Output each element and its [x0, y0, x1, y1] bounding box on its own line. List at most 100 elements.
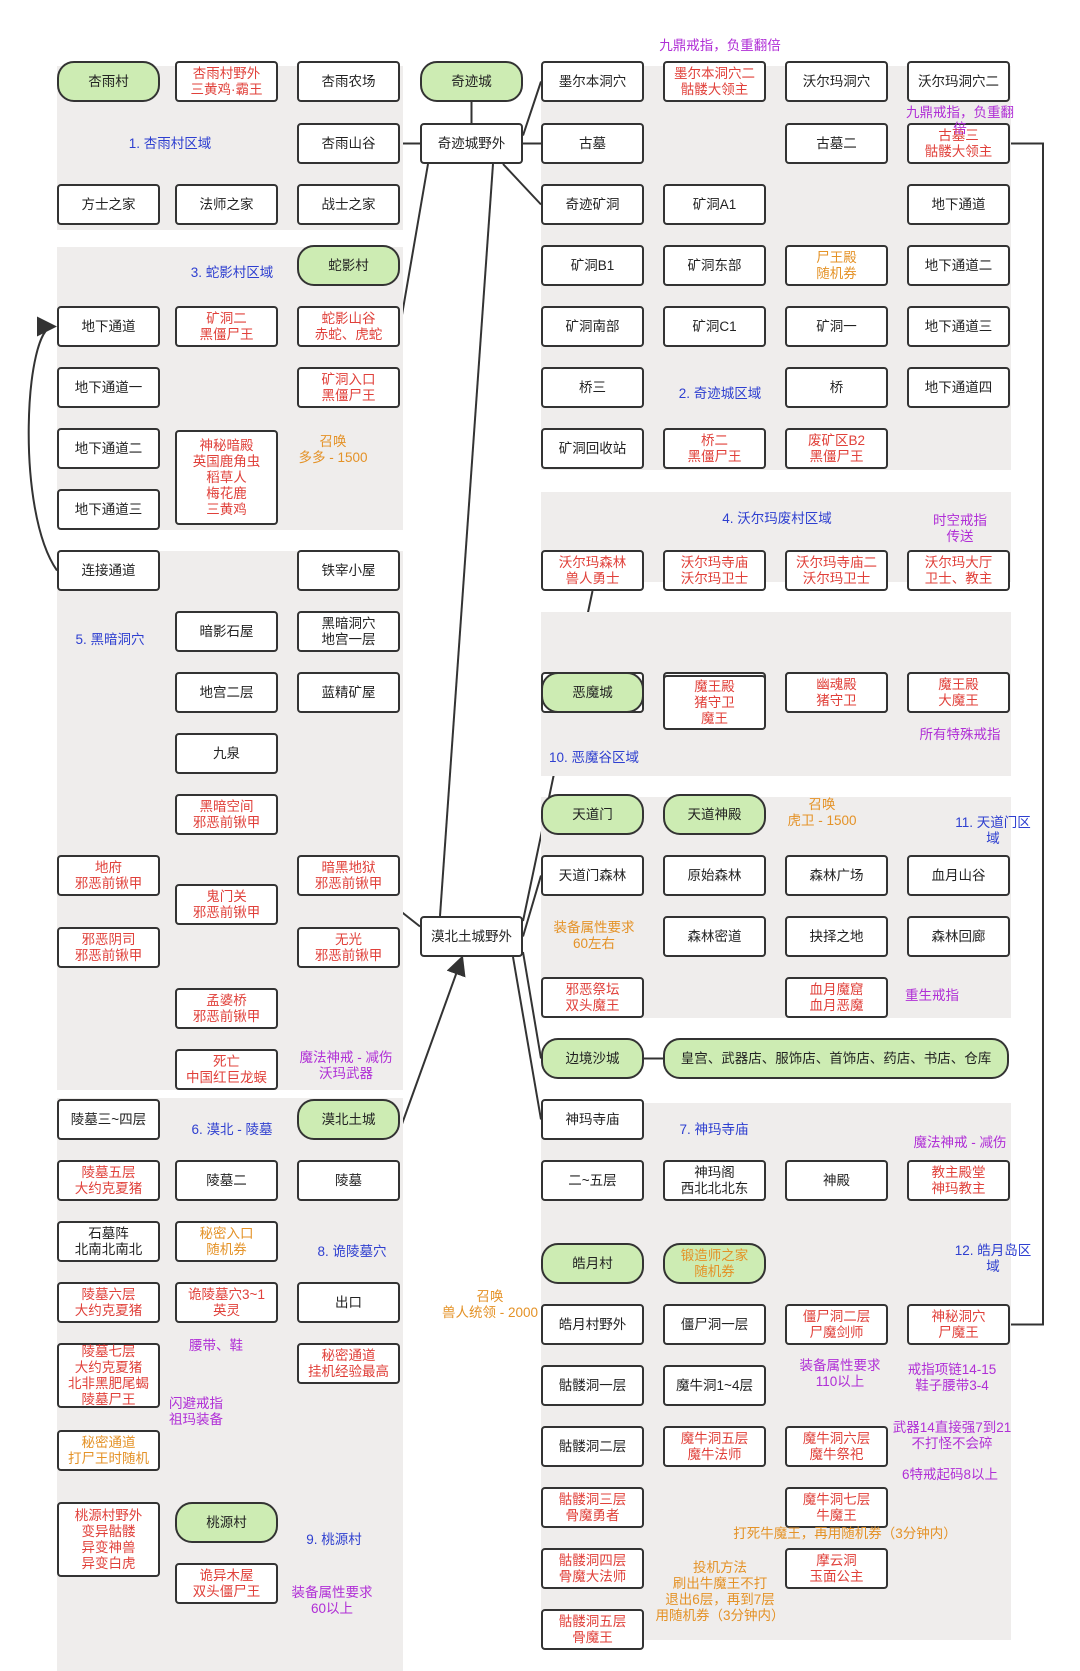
- annotation-n15: 戒指项链14-15 鞋子腰带3-4: [907, 1362, 997, 1393]
- node-kd-1: 矿洞一: [785, 306, 888, 347]
- node-kd-b1: 矿洞B1: [541, 245, 644, 286]
- node-qiao: 桥: [785, 367, 888, 408]
- node-senlin-gc: 森林广场: [785, 855, 888, 896]
- node-lanjing: 蓝精矿屋: [297, 672, 400, 713]
- region-label-r7: 7. 神玛寺庙: [679, 1122, 749, 1137]
- node-lm5: 陵墓五层 大约克夏猪: [57, 1160, 160, 1201]
- node-bianjing-shops: 皇宫、武器店、服饰店、首饰店、药店、书店、仓库: [663, 1038, 1009, 1079]
- node-woerma-dt: 沃尔玛大厅 卫士、教主: [907, 550, 1010, 591]
- region-label-r4: 4. 沃尔玛废村区域: [722, 511, 832, 526]
- node-jiangshi1: 僵尸洞一层: [663, 1304, 766, 1345]
- node-qijicheng: 奇迹城: [420, 61, 523, 102]
- node-qiji-yewai: 奇迹城野外: [420, 123, 523, 164]
- node-tiandao-sd: 天道神殿: [663, 794, 766, 835]
- node-gumu3: 古墓三 骷髅大领主: [907, 123, 1010, 164]
- node-guilm: 诡陵墓穴3~1 英灵: [175, 1282, 278, 1323]
- node-kd-a1: 矿洞A1: [663, 184, 766, 225]
- node-shenmi: 神秘暗殿 英国鹿角虫 稻草人 梅花鹿 三黄鸡: [175, 430, 278, 525]
- connector: [522, 951, 542, 1059]
- node-mobei: 漠北土城野外: [420, 916, 523, 957]
- node-xiee-jt: 邪恶祭坛 双头魔王: [541, 977, 644, 1018]
- node-haoyuecun: 皓月村: [541, 1243, 644, 1284]
- annotation-n9: 魔法神戒 - 减伤 沃玛武器: [299, 1050, 393, 1081]
- node-kd-c1: 矿洞C1: [663, 306, 766, 347]
- node-anying: 暗影石屋: [175, 611, 278, 652]
- connector: [27, 316, 58, 572]
- annotation-n17: 6特戒起码8以上: [901, 1467, 999, 1482]
- annotation-n10: 魔法神戒 - 减伤: [913, 1135, 1007, 1150]
- node-er-wu: 二~五层: [541, 1160, 644, 1201]
- node-xieeyin: 邪恶阴司 邪恶前锹甲: [57, 927, 160, 968]
- node-taoyuancun: 桃源村: [175, 1502, 278, 1543]
- node-qiji-kd: 奇迹矿洞: [541, 184, 644, 225]
- annotation-n3: 召唤 多多 - 1500: [298, 434, 368, 465]
- node-woerma-dx: 沃尔玛洞穴: [785, 61, 888, 102]
- node-kulou4: 骷髅洞四层 骨魔大法师: [541, 1548, 644, 1589]
- node-woerma-sl: 沃尔玛森林 兽人勇士: [541, 550, 644, 591]
- annotation-n18: 打死牛魔王，再用随机券（3分钟内）: [733, 1526, 957, 1541]
- node-bianjing: 边境沙城: [541, 1038, 644, 1079]
- node-haoyue-yw: 皓月村野外: [541, 1304, 644, 1345]
- node-moniu7: 魔牛洞七层 牛魔王: [785, 1487, 888, 1528]
- node-mimi-td2: 秘密通道 挂机经验最高: [297, 1343, 400, 1384]
- connector: [1010, 142, 1044, 1326]
- node-mowang-dm: 魔王殿 大魔王: [907, 672, 1010, 713]
- node-kd2-b: 矿洞二 黑僵尸王: [175, 306, 278, 347]
- node-kulou3: 骷髅洞三层 骨魔勇者: [541, 1487, 644, 1528]
- node-xingyu-yewai: 杏雨村野外 三黄鸡·霸王: [175, 61, 278, 102]
- node-shenmi-dx: 神秘洞穴 尸魔王: [907, 1304, 1010, 1345]
- node-dxtd-4a: 地下通道四: [907, 367, 1010, 408]
- node-fk-b2: 废矿区B2 黑僵尸王: [785, 428, 888, 469]
- node-zhanshi: 战士之家: [297, 184, 400, 225]
- node-lm: 陵墓: [297, 1160, 400, 1201]
- annotation-n7: 装备属性要求 60左右: [553, 920, 635, 951]
- node-mimi-rk: 秘密入口 随机券: [175, 1221, 278, 1262]
- node-lm6: 陵墓六层 大约克夏猪: [57, 1282, 160, 1323]
- node-mobei-tc: 漠北土城: [297, 1099, 400, 1140]
- node-moerben2: 墨尔本洞穴二 骷髅大领主: [663, 61, 766, 102]
- node-xingyu-shangu: 杏雨山谷: [297, 123, 400, 164]
- annotation-n20: 装备属性要求 60以上: [291, 1585, 373, 1616]
- annotation-n14: 装备属性要求 110以上: [799, 1358, 881, 1389]
- node-anhei-dy: 暗黑地狱 邪恶前锹甲: [297, 855, 400, 896]
- node-taoyuan-yw: 桃源村野外 变异骷髅 异变神兽 异变白虎: [57, 1502, 160, 1577]
- region-label-r12: 12. 皓月岛区域: [954, 1243, 1032, 1274]
- connector: [399, 163, 429, 327]
- node-senlin-hl: 森林回廊: [907, 916, 1010, 957]
- node-lianjie: 连接通道: [57, 550, 160, 591]
- annotation-n8: 重生戒指: [905, 988, 959, 1003]
- annotation-n4: 时空戒指 传送: [933, 513, 987, 544]
- node-dxtd-a: 地下通道: [907, 184, 1010, 225]
- connector: [512, 956, 542, 1120]
- node-shenma-g: 神玛阁 西北北北东: [663, 1160, 766, 1201]
- node-dxtd-b: 地下通道: [57, 306, 160, 347]
- node-qiao2: 桥二 黑僵尸王: [663, 428, 766, 469]
- node-youhun: 幽魂殿 猪守卫: [785, 672, 888, 713]
- region-label-r3: 3. 蛇影村区域: [190, 265, 274, 280]
- node-jiaozhu: 教主殿堂 神玛教主: [907, 1160, 1010, 1201]
- node-moerben: 墨尔本洞穴: [541, 61, 644, 102]
- region-label-r5: 5. 黑暗洞穴: [75, 632, 145, 647]
- connector: [502, 163, 542, 206]
- node-tiezhai: 铁宰小屋: [297, 550, 400, 591]
- node-lm2: 陵墓二: [175, 1160, 278, 1201]
- annotation-n13: 召唤 兽人统领 - 2000: [441, 1289, 539, 1320]
- node-moniu14: 魔牛洞1~4层: [663, 1365, 766, 1406]
- node-dg2: 地宫二层: [175, 672, 278, 713]
- node-dxtd-3a: 地下通道三: [907, 306, 1010, 347]
- node-woerma-dx2: 沃尔玛洞穴二: [907, 61, 1010, 102]
- node-heian-kj: 黑暗空间 邪恶前锹甲: [175, 794, 278, 835]
- node-kd-hs: 矿洞回收站: [541, 428, 644, 469]
- region-label-r6: 6. 漠北 - 陵墓: [191, 1122, 273, 1137]
- region-label-r1: 1. 杏雨村区域: [128, 136, 212, 151]
- node-dxtd-2a: 地下通道二: [907, 245, 1010, 286]
- node-lm34: 陵墓三~四层: [57, 1099, 160, 1140]
- node-gumu: 古墓: [541, 123, 644, 164]
- annotation-n11: 腰带、鞋: [189, 1338, 243, 1353]
- node-yuanshi: 原始森林: [663, 855, 766, 896]
- node-moniu6: 魔牛洞六层 魔牛祭祀: [785, 1426, 888, 1467]
- node-wuguang: 无光 邪恶前锹甲: [297, 927, 400, 968]
- annotation-n12: 闪避戒指 祖玛装备: [169, 1396, 223, 1427]
- node-shimu: 石墓阵 北南北南北: [57, 1221, 160, 1262]
- node-fangshi: 方士之家: [57, 184, 160, 225]
